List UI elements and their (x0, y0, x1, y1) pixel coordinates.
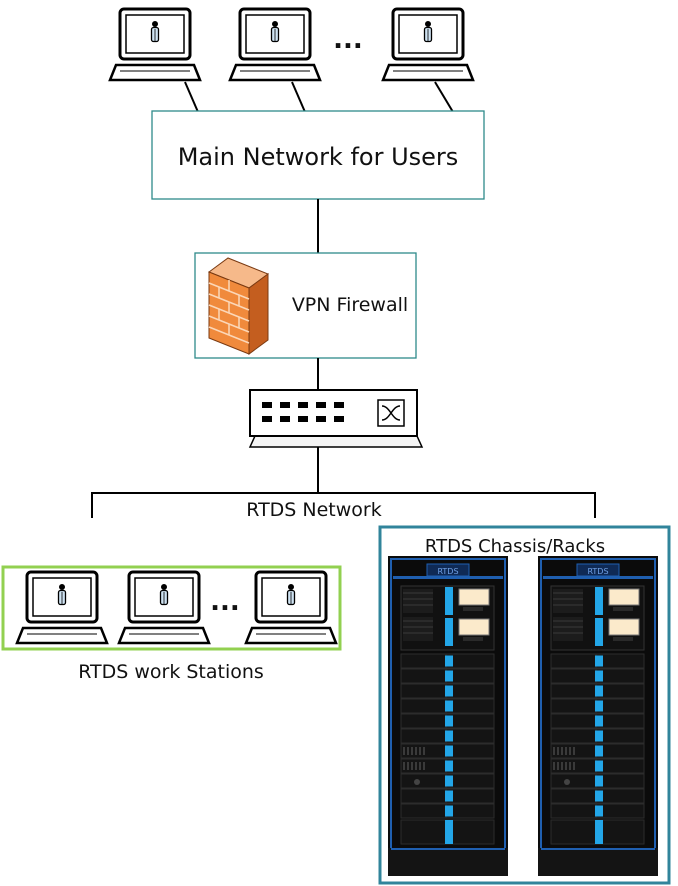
rtds-chassis-label: RTDS Chassis/Racks (425, 536, 605, 557)
server-rack-left: RTDS (388, 556, 508, 876)
rtds-network-bus (91, 492, 596, 518)
rtds-workstations-label: RTDS work Stations (78, 661, 264, 683)
laptop-icon (117, 570, 211, 645)
laptop-icon (108, 7, 202, 82)
workstation-laptop-2 (117, 570, 211, 645)
laptop-links (184, 81, 454, 113)
workstation-laptop-3 (244, 570, 338, 645)
vpn-firewall-label: VPN Firewall (292, 294, 408, 316)
rtds-network-label: RTDS Network (246, 499, 382, 521)
firewall-brick-icon (207, 257, 270, 355)
laptop-icon (244, 570, 338, 645)
main-network-box (151, 110, 485, 200)
main-network-label: Main Network for Users (178, 143, 459, 171)
user-laptop-2 (228, 7, 322, 82)
server-rack-icon (538, 556, 658, 876)
rack-logo-left: RTDS (437, 567, 458, 576)
top-laptops-ellipsis: ... (333, 25, 363, 55)
laptop-icon (15, 570, 109, 645)
user-laptop-3 (381, 7, 475, 82)
network-switch-icon (248, 389, 424, 448)
rack-logo-right: RTDS (587, 567, 608, 576)
workstation-laptop-1 (15, 570, 109, 645)
server-rack-icon (388, 556, 508, 876)
laptop-icon (381, 7, 475, 82)
workstations-ellipsis: ... (210, 587, 240, 617)
user-laptop-1 (108, 7, 202, 82)
laptop-icon (228, 7, 322, 82)
server-rack-right: RTDS (538, 556, 658, 876)
